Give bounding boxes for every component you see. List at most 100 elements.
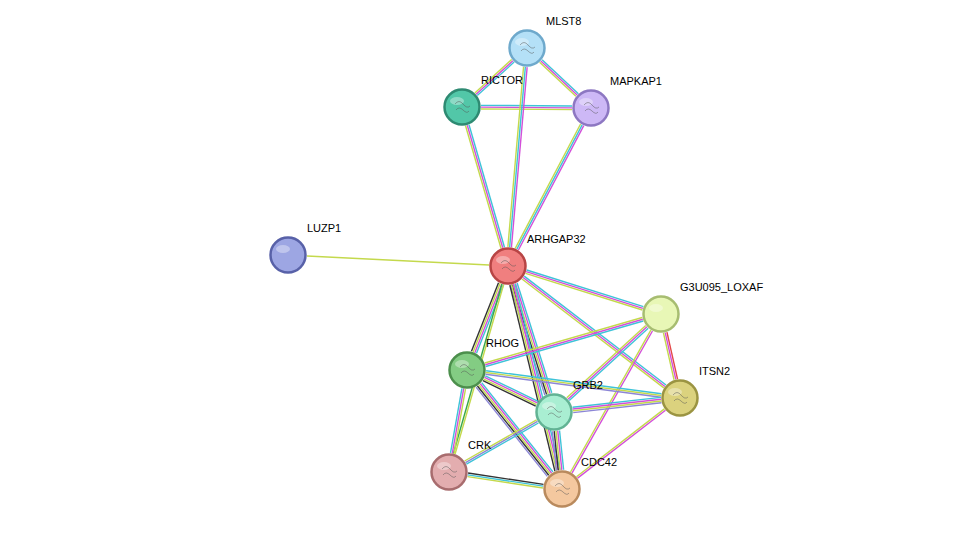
structure-glyph <box>673 393 688 404</box>
structure-glyph <box>584 103 599 114</box>
evidence-line <box>578 410 666 478</box>
evidence-line <box>481 105 572 107</box>
protein-label: LUZP1 <box>307 222 341 234</box>
evidence-line <box>469 125 504 247</box>
evidence-line <box>665 333 676 380</box>
protein-node: MAPKAP1 <box>572 89 610 127</box>
node-circle <box>430 453 468 491</box>
protein-node: GRB2 <box>535 393 573 431</box>
evidence-line <box>468 477 543 488</box>
evidence-line <box>526 273 643 310</box>
evidence-line <box>510 67 526 247</box>
node-disc <box>545 472 580 507</box>
node-highlight <box>668 388 682 396</box>
interaction-edge <box>552 431 563 471</box>
structure-glyph <box>555 484 570 495</box>
interaction-edge <box>465 420 539 464</box>
node-circle <box>489 247 527 285</box>
node-disc <box>663 381 698 416</box>
protein-node: RICTOR <box>443 88 481 126</box>
node-disc <box>445 90 480 125</box>
evidence-line <box>576 409 664 477</box>
interaction-edge <box>663 332 677 380</box>
protein-node: G3U095_LOXAF <box>642 295 680 333</box>
node-highlight <box>649 304 663 312</box>
protein-node: RHOG <box>448 351 486 389</box>
structure-glyph <box>501 261 516 272</box>
evidence-line <box>573 401 661 411</box>
evidence-line <box>526 272 643 309</box>
interaction-edge <box>476 383 553 477</box>
evidence-line <box>511 67 527 247</box>
evidence-line <box>515 124 580 248</box>
evidence-line <box>540 62 576 96</box>
node-highlight <box>437 462 451 470</box>
evidence-line <box>467 125 502 247</box>
node-highlight <box>542 402 556 410</box>
interaction-edge <box>481 105 572 109</box>
protein-label: G3U095_LOXAF <box>680 281 763 293</box>
interaction-edge <box>540 60 579 97</box>
evidence-line <box>482 383 553 472</box>
protein-label: RICTOR <box>481 74 523 86</box>
evidence-line <box>465 421 537 462</box>
protein-label: GRB2 <box>573 379 603 391</box>
node-circle <box>269 236 307 274</box>
protein-node: CDC42 <box>543 470 581 508</box>
node-disc <box>450 353 485 388</box>
evidence-line <box>485 319 642 364</box>
evidence-line <box>479 385 550 474</box>
interaction-edge <box>576 409 665 478</box>
evidence-line <box>527 270 644 307</box>
evidence-line <box>486 321 643 366</box>
node-highlight <box>496 256 510 264</box>
interaction-edge <box>508 67 527 247</box>
structure-glyph <box>455 102 470 113</box>
node-circle <box>448 351 486 389</box>
evidence-line <box>573 403 661 413</box>
node-disc <box>432 455 467 490</box>
node-disc <box>271 238 306 273</box>
evidence-line <box>569 328 648 400</box>
evidence-line <box>307 256 489 265</box>
node-disc <box>644 297 679 332</box>
protein-node: MLST8 <box>508 29 546 67</box>
evidence-line <box>465 420 537 461</box>
evidence-line <box>466 423 538 464</box>
evidence-line <box>477 386 548 475</box>
protein-label: RHOG <box>486 337 519 349</box>
protein-node: LUZP1 <box>269 236 307 274</box>
protein-label: MLST8 <box>546 15 581 27</box>
protein-node: ARHGAP32 <box>489 247 527 285</box>
protein-node: ITSN2 <box>661 379 699 417</box>
node-circle <box>543 470 581 508</box>
evidence-line <box>517 125 582 249</box>
node-highlight <box>450 97 464 105</box>
protein-label: CRK <box>468 439 491 451</box>
evidence-line <box>466 126 501 248</box>
evidence-line <box>541 61 577 95</box>
evidence-line <box>542 60 578 94</box>
interaction-edge <box>451 388 466 453</box>
evidence-line <box>518 126 583 250</box>
protein-label: ITSN2 <box>699 365 730 377</box>
interaction-edge <box>515 124 584 250</box>
structure-glyph <box>442 467 457 478</box>
evidence-line <box>552 431 556 470</box>
node-highlight <box>550 479 564 487</box>
node-highlight <box>276 245 290 253</box>
node-highlight <box>455 360 469 368</box>
evidence-line <box>468 475 543 486</box>
interaction-edge <box>307 256 489 265</box>
evidence-line <box>452 389 463 454</box>
node-highlight <box>515 38 529 46</box>
node-circle <box>535 393 573 431</box>
structure-glyph <box>460 365 475 376</box>
evidence-line <box>481 108 572 110</box>
node-circle <box>508 29 546 67</box>
evidence-line <box>508 67 524 247</box>
node-circle <box>642 295 680 333</box>
protein-label: CDC42 <box>581 456 617 468</box>
node-disc <box>537 395 572 430</box>
interaction-edge <box>466 125 505 248</box>
